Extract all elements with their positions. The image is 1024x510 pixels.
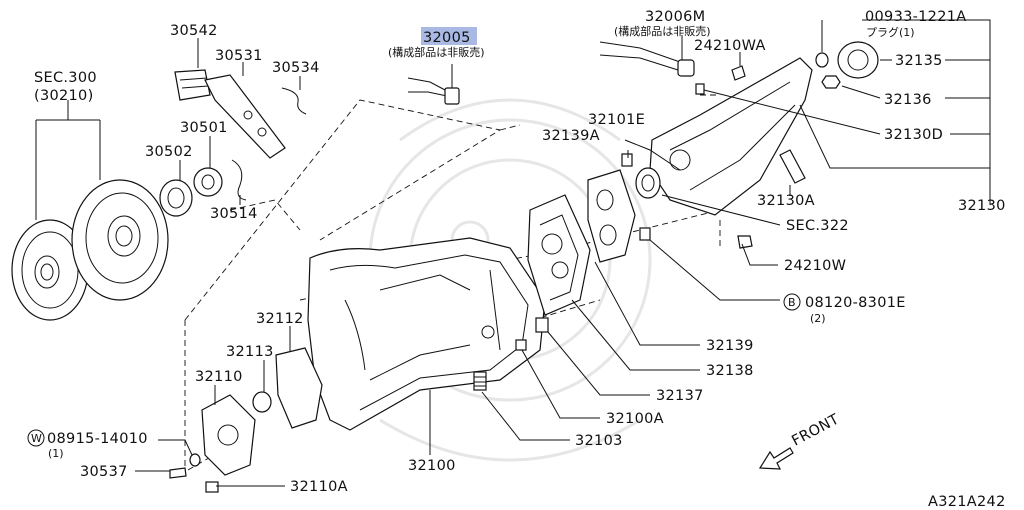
label-32006M-note: (構成部品は非販売) xyxy=(614,24,711,38)
label-32110: 32110 xyxy=(195,369,243,385)
label-32138: 32138 xyxy=(706,363,754,379)
front-gasket xyxy=(275,347,323,429)
front-arrow-icon xyxy=(758,447,794,470)
label-32006M: 32006M xyxy=(645,9,705,25)
diagram-code: A321A242 xyxy=(928,494,1006,510)
label-24210W: 24210W xyxy=(784,258,846,274)
label-w-prefix: W xyxy=(31,432,42,445)
label-32130D: 32130D xyxy=(884,127,943,143)
label-30531: 30531 xyxy=(215,48,263,64)
clip-24210W xyxy=(737,235,753,249)
label-32100: 32100 xyxy=(408,458,456,474)
label-32135: 32135 xyxy=(895,53,943,69)
label-32137: 32137 xyxy=(656,388,704,404)
bolt-32130D xyxy=(695,83,705,95)
bearing-sleeve xyxy=(193,167,223,197)
clip-24210WA xyxy=(731,65,746,81)
front-oil-seal xyxy=(252,391,272,413)
breather-32139A xyxy=(621,153,633,167)
speed-sensor-32006M xyxy=(599,41,695,77)
highlight-32005 xyxy=(421,27,477,45)
label-24210WA: 24210WA xyxy=(694,38,766,54)
label-30514: 30514 xyxy=(210,206,258,222)
part-32136 xyxy=(821,75,841,89)
label-32113: 32113 xyxy=(226,344,274,360)
front-cover xyxy=(201,394,256,476)
label-32101E: 32101E xyxy=(588,112,645,128)
label-30542: 30542 xyxy=(170,23,218,39)
label-32136: 32136 xyxy=(884,92,932,108)
rear-extension-housing xyxy=(649,57,813,216)
plug-32137 xyxy=(535,317,549,333)
label-sec322: SEC.322 xyxy=(786,218,849,234)
label-08120: 08120-8301E xyxy=(805,295,906,311)
adapter-plate xyxy=(527,194,591,316)
withdrawal-lever xyxy=(204,74,286,159)
label-32130A: 32130A xyxy=(757,193,815,209)
label-32005[interactable]: 32005 xyxy=(423,30,471,46)
label-32103: 32103 xyxy=(575,433,623,449)
w-marker-icon xyxy=(27,429,45,447)
retainer-spring xyxy=(231,159,247,201)
label-08915-qty: (1) xyxy=(48,447,64,460)
clutch-cover xyxy=(71,179,169,301)
label-00933: 00933-1221A xyxy=(865,9,966,25)
label-sec300-sub: (30210) xyxy=(34,88,94,104)
withdrawal-boot xyxy=(174,69,211,101)
label-32130: 32130 xyxy=(958,198,1006,214)
part-labels: SEC.300 (30210) 30542 30531 30534 30501 … xyxy=(27,9,1006,510)
return-spring xyxy=(281,87,307,115)
oil-seal xyxy=(635,167,661,199)
label-30502: 30502 xyxy=(145,144,193,160)
label-b-prefix: B xyxy=(788,296,796,309)
adapter-gasket xyxy=(587,169,636,263)
label-08915: 08915-14010 xyxy=(47,431,148,447)
plug-30537 xyxy=(169,467,187,479)
label-30534: 30534 xyxy=(272,60,320,76)
label-32110A: 32110A xyxy=(290,479,348,495)
label-08120-qty: (2) xyxy=(810,312,826,325)
label-32100A: 32100A xyxy=(606,411,664,427)
label-32139: 32139 xyxy=(706,338,754,354)
plug-32100A xyxy=(515,339,527,351)
label-32112: 32112 xyxy=(256,311,304,327)
bolt-32110A xyxy=(205,481,219,493)
label-30537: 30537 xyxy=(80,464,128,480)
rear-bushing-32135 xyxy=(837,41,879,79)
label-sec300: SEC.300 xyxy=(34,70,97,86)
b-marker-icon xyxy=(783,293,801,311)
washer-08915 xyxy=(189,453,201,467)
bolt-08120 xyxy=(639,227,651,241)
label-30501: 30501 xyxy=(180,120,228,136)
bolt-32130A xyxy=(779,149,806,184)
release-bearing xyxy=(159,179,193,217)
label-32005-note: (構成部品は非販売) xyxy=(388,45,485,59)
leader-lines xyxy=(35,19,991,487)
plug-32103 xyxy=(473,371,487,391)
plug-00933 xyxy=(815,52,829,68)
label-32139A: 32139A xyxy=(542,128,600,144)
speed-sensor-32005 xyxy=(407,77,460,105)
label-00933-note: プラグ(1) xyxy=(866,25,915,39)
front-label: FRONT xyxy=(789,411,842,449)
